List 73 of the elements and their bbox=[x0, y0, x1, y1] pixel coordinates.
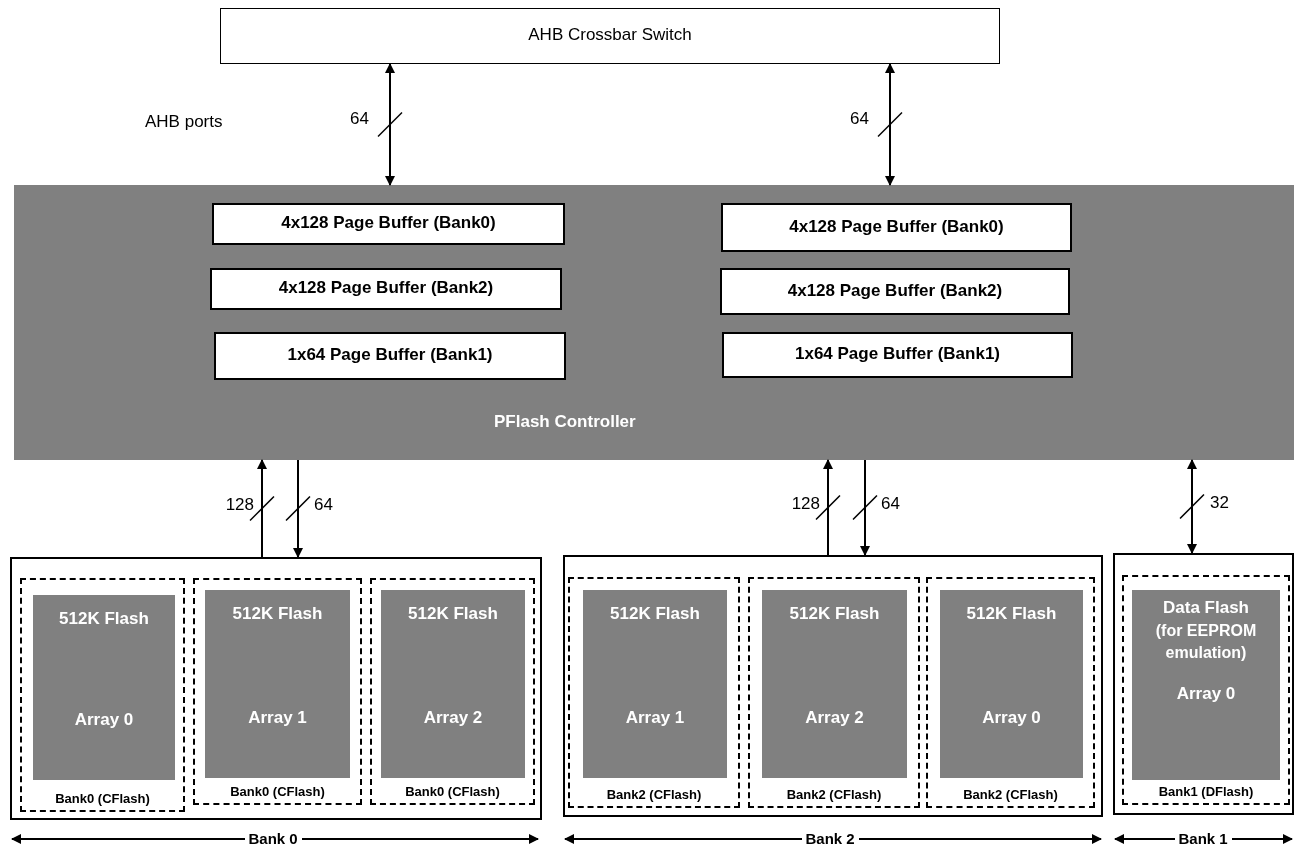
dashed-bank-box bbox=[568, 577, 740, 808]
bank-flash-label: Bank0 (CFlash) bbox=[229, 784, 326, 799]
dashed-bank-box bbox=[193, 578, 362, 805]
bank-flash-label: Bank2 (CFlash) bbox=[962, 787, 1059, 802]
buffer-box bbox=[212, 203, 565, 245]
buffer-label: 1x64 Page Buffer (Bank1) bbox=[794, 344, 1001, 364]
buffer-label: 1x64 Page Buffer (Bank1) bbox=[286, 345, 494, 365]
bank-box bbox=[10, 557, 542, 820]
buffer-label: 4x128 Page Buffer (Bank0) bbox=[788, 216, 1005, 237]
bank-box bbox=[563, 555, 1103, 817]
bank-span-label: Bank 2 bbox=[801, 830, 859, 847]
array-label: Array 2 bbox=[804, 708, 865, 728]
bank-flash-label: Bank2 (CFlash) bbox=[605, 787, 703, 802]
array-title: 512K Flash bbox=[58, 609, 150, 629]
array-label: Array 1 bbox=[624, 708, 686, 728]
arrow bbox=[1187, 459, 1197, 554]
array-title: 512K Flash bbox=[788, 604, 881, 624]
dashed-bank-box bbox=[20, 578, 185, 812]
array-label: Array 0 bbox=[73, 710, 135, 730]
port-label: AHB ports bbox=[145, 112, 223, 132]
array-title: 512K Flash bbox=[407, 604, 499, 624]
controller-label: PFlash Controller bbox=[494, 412, 636, 432]
bank-span-label: Bank 1 bbox=[1174, 830, 1232, 847]
buffer-box bbox=[214, 332, 566, 380]
array-label: Array 0 bbox=[981, 708, 1042, 728]
array-label: Array 1 bbox=[247, 708, 308, 728]
controller-band bbox=[14, 185, 1294, 460]
flash-array-box bbox=[205, 590, 350, 778]
flash-array-box bbox=[940, 590, 1083, 778]
bank-flash-label: Bank1 (DFlash) bbox=[1157, 784, 1255, 799]
bank-flash-label: Bank0 (CFlash) bbox=[404, 784, 501, 799]
flash-array-box bbox=[33, 595, 175, 780]
dashed-bank-box bbox=[370, 578, 535, 805]
array-title: 512K Flash bbox=[965, 604, 1058, 624]
buffer-box bbox=[720, 268, 1070, 315]
edge-label: 64 bbox=[350, 108, 369, 129]
flash-array-box bbox=[762, 590, 907, 778]
arrow bbox=[385, 63, 395, 186]
arrow bbox=[885, 63, 895, 186]
edge-label: 128 bbox=[791, 493, 820, 514]
arrow bbox=[860, 459, 870, 556]
dashed-bank-box bbox=[748, 577, 920, 808]
switch-label: AHB Crossbar Switch bbox=[527, 25, 693, 45]
edge-label: 64 bbox=[314, 494, 333, 515]
array-note: (for EEPROM emulation) bbox=[1154, 621, 1258, 663]
array-title: 512K Flash bbox=[609, 604, 701, 624]
buffer-label: 4x128 Page Buffer (Bank2) bbox=[786, 280, 1004, 301]
array-label: Array 2 bbox=[422, 708, 484, 728]
edge-label: 128 bbox=[225, 494, 254, 515]
array-label: Array 0 bbox=[1175, 684, 1237, 704]
flash-array-box bbox=[381, 590, 525, 778]
bank-flash-label: Bank0 (CFlash) bbox=[54, 791, 151, 806]
arrow bbox=[823, 459, 833, 556]
edge-label: 64 bbox=[881, 493, 900, 514]
array-title: Data Flash bbox=[1162, 598, 1250, 618]
edge-label: 32 bbox=[1210, 492, 1229, 513]
array-title: 512K Flash bbox=[231, 604, 324, 624]
bank-box bbox=[1113, 553, 1294, 815]
switch-box bbox=[220, 8, 1000, 64]
buffer-label: 4x128 Page Buffer (Bank0) bbox=[280, 213, 497, 233]
dashed-bank-box bbox=[1122, 575, 1290, 805]
flash-array-box bbox=[1132, 590, 1280, 780]
bank-span-label: Bank 0 bbox=[244, 830, 302, 847]
flash-array-box bbox=[583, 590, 727, 778]
buffer-label: 4x128 Page Buffer (Bank2) bbox=[277, 278, 495, 298]
edge-label: 64 bbox=[850, 108, 869, 129]
buffer-box bbox=[210, 268, 562, 310]
buffer-box bbox=[721, 203, 1072, 252]
arrow bbox=[257, 459, 267, 558]
bank-flash-label: Bank2 (CFlash) bbox=[785, 787, 883, 802]
dashed-bank-box bbox=[926, 577, 1095, 808]
arrow bbox=[293, 459, 303, 558]
buffer-box bbox=[722, 332, 1073, 378]
